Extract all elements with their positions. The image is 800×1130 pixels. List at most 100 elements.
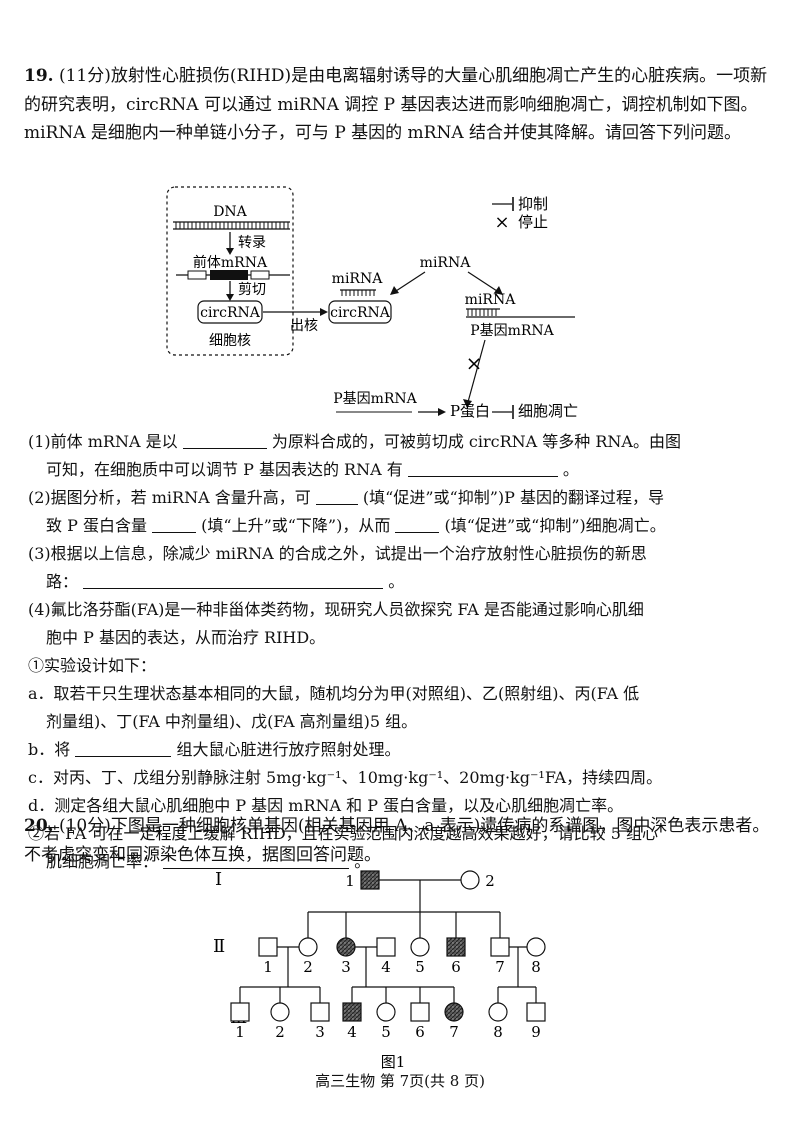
q19-3-blank[interactable] <box>83 570 384 589</box>
gen3-person-4-male-affected-number: 4 <box>347 1023 357 1041</box>
gen3-person-9-male-number: 9 <box>531 1023 541 1041</box>
gen2-person-6-male-affected <box>446 937 466 957</box>
circrna-nucleus-box <box>197 300 263 324</box>
gen2-person-7-male-number: 7 <box>495 958 505 976</box>
gen1-person-1-male-affected <box>360 870 380 890</box>
dna-double-strand <box>173 221 290 230</box>
gen2-person-7-male <box>490 937 510 957</box>
q19-4-part-2: ②若 FA 可在一定程度上缓解 RIHD，且在实验范围内浓度越高效果越好，请比较… <box>28 824 659 843</box>
gen3-person-3-male-number: 3 <box>315 1023 325 1041</box>
gen2-person-3-female-affected-number: 3 <box>341 958 351 976</box>
pre-mrna-strand <box>176 270 290 280</box>
q19-4-step-d: d．测定各组大鼠心肌细胞中 P 基因 mRNA 和 P 蛋白含量，以及心肌细胞凋… <box>28 796 624 815</box>
question-20-number: 20. <box>24 816 54 836</box>
gen3-person-8-female <box>488 1002 508 1022</box>
legend-inhibit-label: 抑制 <box>518 195 548 213</box>
q19-2-text-a: (2)据图分析，若 miRNA 含量升高，可 <box>28 488 311 507</box>
dna-label: DNA <box>213 204 247 220</box>
mirna-on-circrna-label: miRNA <box>332 271 384 287</box>
pre-mrna-label: 前体mRNA <box>193 254 268 271</box>
q19-4-step-b-text-b: 组大鼠心脏进行放疗照射处理。 <box>176 740 401 759</box>
q19-1-text-d: 。 <box>562 460 579 479</box>
gen2-person-4-male-number: 4 <box>381 958 391 976</box>
gen2-person-5-female <box>410 937 430 957</box>
question-19-subquestions: (1)前体 mRNA 是以 为原料合成的，可被剪切成 circRNA 等多种 R… <box>28 428 780 876</box>
splice-label: 剪切 <box>238 282 266 298</box>
q19-4-text-a: (4)氟比洛芬酯(FA)是一种非甾体类药物，现研究人员欲探究 FA 是否能通过影… <box>28 600 644 619</box>
circrna-cytoplasm-box <box>328 300 392 324</box>
gen1-person-2-female <box>460 870 480 890</box>
figure-caption: 图1 <box>381 1053 406 1071</box>
gen3-person-7-female-affected <box>444 1002 464 1022</box>
gen2-person-5-female-number: 5 <box>415 958 425 976</box>
gen3-person-3-male <box>310 1002 330 1022</box>
gen3-person-1-male-number: 1 <box>235 1023 245 1041</box>
page-footer: 高三生物 第 7页(共 8 页) <box>315 1072 485 1090</box>
p-gene-mrna-label: P基因mRNA <box>333 390 417 407</box>
q19-2-blank-3[interactable] <box>395 514 440 533</box>
gen2-person-2-female-number: 2 <box>303 958 313 976</box>
mirna-on-circrna <box>340 289 376 296</box>
q19-3-text-b: 路： <box>46 572 79 591</box>
export-label: 出核 <box>290 318 318 334</box>
circrna-nucleus-label: circRNA <box>200 305 261 321</box>
q19-4-step-a: a．取若干只生理状态基本相同的大鼠，随机均分为甲(对照组)、乙(照射组)、丙(F… <box>28 684 640 703</box>
gen2-person-8-female-number: 8 <box>531 958 541 976</box>
gen3-person-4-male-affected <box>342 1002 362 1022</box>
q19-2-text-c: 致 P 蛋白含量 <box>46 516 147 535</box>
nucleus-label: 细胞核 <box>209 333 251 349</box>
q19-2-blank-2[interactable] <box>152 514 197 533</box>
circrna-cytoplasm-label: circRNA <box>330 305 391 321</box>
gen3-person-5-female-number: 5 <box>381 1023 391 1041</box>
q19-4-step-b-text-a: b．将 <box>28 740 71 759</box>
mechanism-diagram: DNA 转录 前体mRNA 剪切 circRNA 细胞核 出核 miRNA <box>166 186 578 420</box>
generation-1-label: Ⅰ <box>215 869 222 890</box>
q19-2-blank-1[interactable] <box>315 486 358 505</box>
gen2-person-1-male <box>258 937 278 957</box>
q19-4-step-c: c．对丙、丁、戊组分别静脉注射 5mg·kg⁻¹、10mg·kg⁻¹、20mg·… <box>28 768 663 787</box>
q19-2-text-e: (填“促进”或“抑制”)细胞凋亡。 <box>444 516 666 535</box>
question-20-text: (10分)下图是一种细胞核单基因(相关基因用 A、a 表示)遗传病的系谱图，图中… <box>24 816 770 865</box>
gen1-person-2-female-number: 2 <box>485 872 495 890</box>
gen3-person-1-male <box>230 1002 250 1022</box>
q19-3-text-a: (3)根据以上信息，除减少 miRNA 的合成之外，试提出一个治疗放射性心脏损伤… <box>28 544 647 563</box>
question-19-intro: 19. (11分)放射性心脏损伤(RIHD)是由电离辐射诱导的大量心肌细胞凋亡产… <box>24 62 776 148</box>
q19-1-blank-2[interactable] <box>407 458 558 477</box>
gen3-person-8-female-number: 8 <box>493 1023 503 1041</box>
legend-stop-mark: × <box>494 212 509 233</box>
apoptosis-label: 细胞凋亡 <box>518 402 578 420</box>
gen3-person-9-male <box>526 1002 546 1022</box>
p-protein-label: P蛋白 <box>450 402 490 420</box>
q19-1-blank-1[interactable] <box>182 430 267 449</box>
q19-1-text-b: 为原料合成的，可被剪切成 circRNA 等多种 RNA。由图 <box>271 432 681 451</box>
gen3-person-2-female <box>270 1002 290 1022</box>
gen2-person-1-male-number: 1 <box>263 958 273 976</box>
q19-4-blank-2[interactable] <box>163 850 350 869</box>
generation-2-label: Ⅱ <box>213 936 225 957</box>
p-gene-mrna-bound-label: P基因mRNA <box>470 322 554 339</box>
gen1-person-1-male-affected-number: 1 <box>345 872 355 890</box>
q19-1-text-a: (1)前体 mRNA 是以 <box>28 432 178 451</box>
legend-stop-label: 停止 <box>518 213 548 231</box>
stop-mark: × <box>466 351 483 375</box>
q19-2-text-b: (填“促进”或“抑制”)P 基因的翻译过程，导 <box>362 488 664 507</box>
q19-4-part-2-cont: 肌细胞凋亡率： <box>46 852 159 871</box>
gen2-person-6-male-affected-number: 6 <box>451 958 461 976</box>
q19-3-text-c: 。 <box>388 572 405 591</box>
gen3-person-7-female-affected-number: 7 <box>449 1023 459 1041</box>
question-19-text: (11分)放射性心脏损伤(RIHD)是由电离辐射诱导的大量心肌细胞凋亡产生的心脏… <box>24 66 768 143</box>
transcription-label: 转录 <box>238 235 266 251</box>
q19-4-blank-1[interactable] <box>75 738 172 757</box>
question-19-number: 19. <box>24 66 54 86</box>
gen3-person-2-female-number: 2 <box>275 1023 285 1041</box>
gen2-person-2-female <box>298 937 318 957</box>
question-20-intro: 20. (10分)下图是一种细胞核单基因(相关基因用 A、a 表示)遗传病的系谱… <box>24 812 776 869</box>
mirna-on-p-mrna <box>466 308 575 318</box>
gen2-person-8-female <box>526 937 546 957</box>
q19-1-text-c: 可知，在细胞质中可以调节 P 基因表达的 RNA 有 <box>46 460 403 479</box>
q19-4-part-2-end: 。 <box>354 852 371 871</box>
gen3-person-6-male-number: 6 <box>415 1023 425 1041</box>
gen2-person-3-female-affected <box>336 937 356 957</box>
